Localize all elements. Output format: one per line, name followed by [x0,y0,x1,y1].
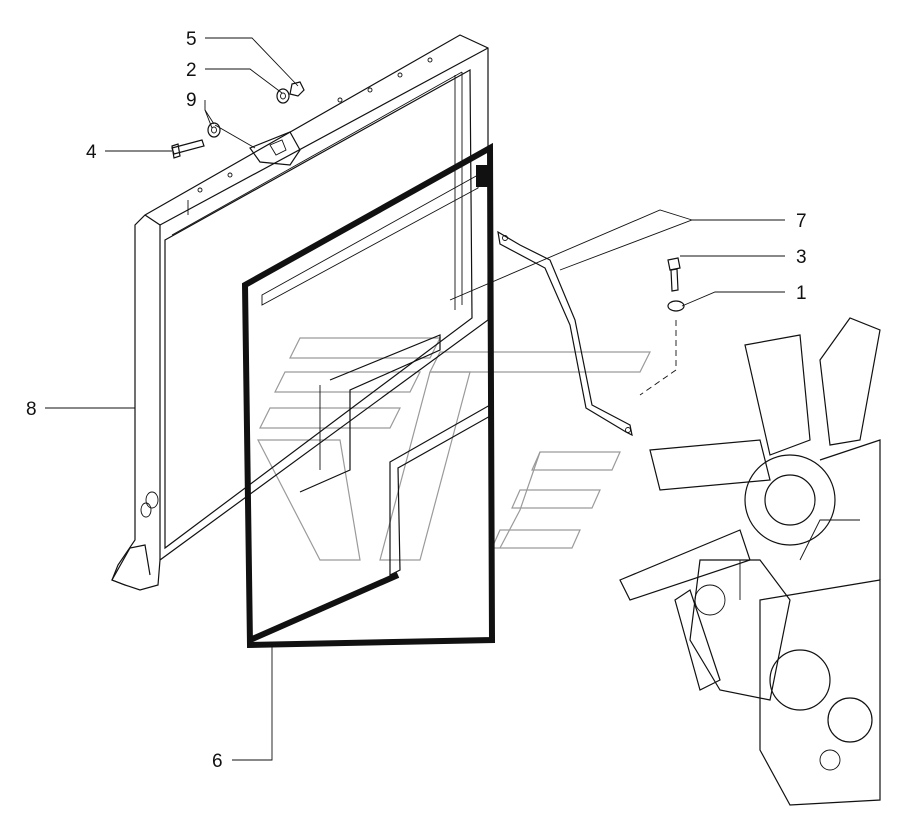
support-bar-part-7 [497,230,633,437]
seal-part-6 [241,142,496,649]
assembly-line [639,320,677,396]
bolt-part-4 [171,139,205,159]
callout-labels: 5 2 9 4 7 3 1 8 6 [26,29,807,772]
washer-part-9 [207,122,221,138]
callout-8: 8 [26,399,37,420]
callout-1: 1 [796,283,807,304]
callout-4: 4 [86,142,97,163]
engine-fan-assembly [619,317,881,806]
washer-part-1 [667,300,685,312]
watermark-logo [257,337,651,561]
callout-6: 6 [212,751,223,772]
callout-7: 7 [796,211,807,232]
radiator-frame-part-8 [111,34,489,591]
callout-3: 3 [796,247,807,268]
washer-part-2 [276,88,290,104]
nut-part-5 [289,81,305,97]
callout-5: 5 [186,29,197,50]
callout-9: 9 [186,90,197,111]
bolt-part-3 [667,257,681,292]
callout-2: 2 [186,60,197,81]
leader-lines [45,37,785,761]
